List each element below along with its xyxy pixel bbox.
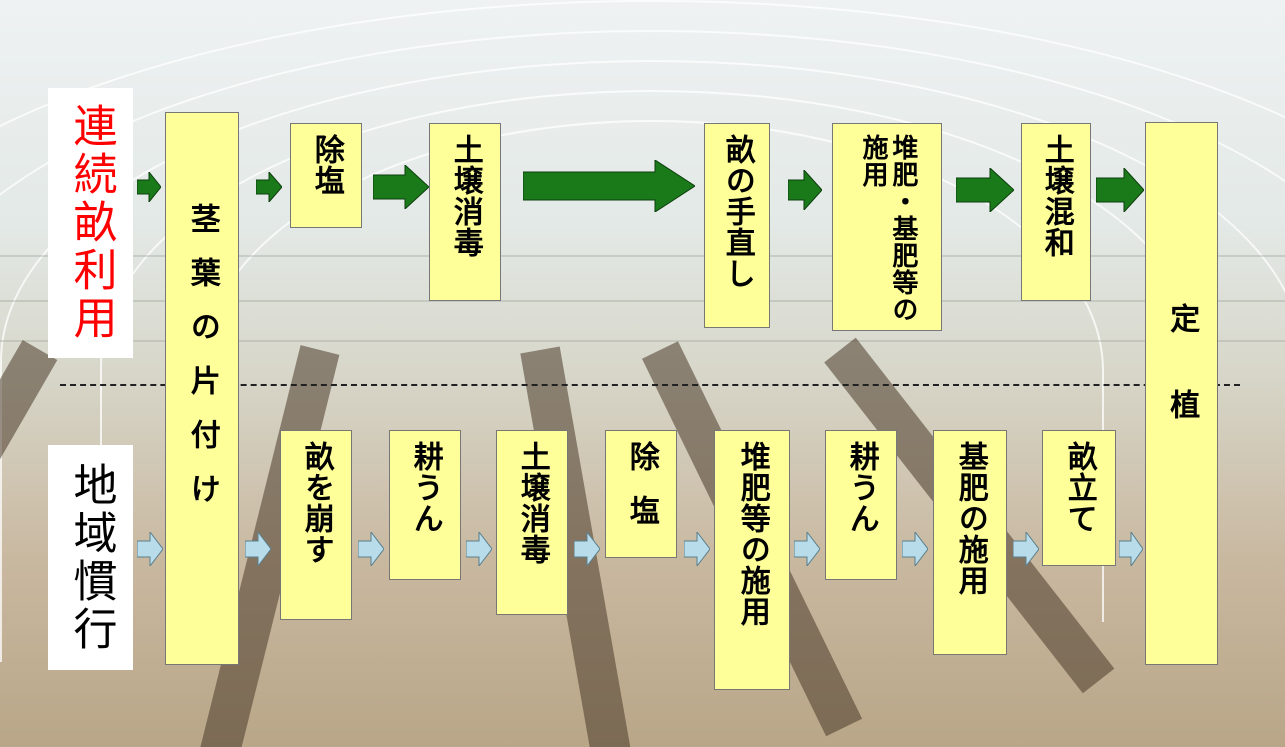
top-step-soil-disinfection-text: 土壌消毒: [447, 134, 483, 258]
bottom-arrow-4: [466, 532, 492, 566]
bottom-step-tilling-1-text: 耕うん: [407, 441, 443, 534]
top-step-soil-mixing: 土壌混和: [1021, 123, 1091, 301]
bottom-arrow-3: [358, 532, 384, 566]
top-arrow-5: [788, 170, 822, 210]
row-divider: [60, 384, 1240, 386]
bottom-arrow-9: [1013, 532, 1039, 566]
bottom-step-make-bed: 畝立て: [1042, 430, 1116, 566]
top-step-bed-repair: 畝の手直し: [704, 123, 770, 328]
bottom-step-tilling-2: 耕うん: [825, 430, 897, 580]
top-arrow-1: [137, 172, 161, 202]
bottom-step-base-fertilizer-text: 基肥の施用: [952, 441, 988, 596]
bottom-arrow-5: [574, 532, 600, 566]
local-practice-label-text: 地域慣行: [65, 461, 117, 654]
bottom-step-make-bed-text: 畝立て: [1061, 441, 1097, 534]
step-planting: 定植: [1145, 122, 1218, 665]
top-arrow-7: [1096, 168, 1144, 212]
bottom-step-desalination-text: 除塩: [623, 441, 659, 549]
top-step-bed-repair-text: 畝の手直し: [719, 134, 755, 289]
bottom-arrow-8: [902, 532, 928, 566]
continuous-bed-label: 連続畝利用: [48, 88, 133, 358]
bottom-step-desalination: 除塩: [605, 430, 677, 558]
bottom-step-tilling-2-text: 耕うん: [843, 441, 879, 534]
top-arrow-2: [256, 172, 282, 202]
top-step-compost-fertilizer-text: 堆肥・基肥等の施用: [858, 134, 918, 323]
bottom-step-break-bed: 畝を崩す: [280, 430, 352, 620]
top-step-desalination: 除塩: [290, 123, 362, 228]
bottom-arrow-2: [245, 532, 271, 566]
top-step-soil-mixing-text: 土壌混和: [1038, 134, 1074, 258]
top-arrow-6: [956, 168, 1014, 212]
top-step-soil-disinfection: 土壌消毒: [429, 123, 501, 301]
bottom-step-compost-text: 堆肥等の施用: [734, 441, 770, 627]
bottom-step-break-bed-text: 畝を崩す: [298, 441, 334, 565]
bottom-step-tilling-1: 耕うん: [389, 430, 461, 580]
bottom-step-compost: 堆肥等の施用: [714, 430, 790, 690]
bottom-step-soil-disinfection: 土壌消毒: [496, 430, 568, 615]
bottom-step-base-fertilizer: 基肥の施用: [933, 430, 1007, 655]
bottom-arrow-6: [684, 532, 710, 566]
step-clear-stems-leaves-text: 茎葉の片付け: [184, 203, 220, 527]
top-step-desalination-text: 除塩: [308, 134, 344, 196]
top-arrow-4: [523, 160, 695, 212]
step-planting-text: 定植: [1164, 303, 1200, 475]
bottom-arrow-1: [137, 532, 163, 566]
bottom-arrow-7: [794, 532, 820, 566]
top-arrow-3: [373, 165, 429, 209]
bottom-arrow-10: [1119, 532, 1143, 566]
top-step-compost-fertilizer: 堆肥・基肥等の施用: [832, 123, 942, 331]
continuous-bed-label-text: 連続畝利用: [65, 103, 117, 343]
bottom-step-soil-disinfection-text: 土壌消毒: [514, 441, 550, 565]
step-clear-stems-leaves: 茎葉の片付け: [165, 112, 239, 665]
local-practice-label: 地域慣行: [48, 445, 133, 670]
